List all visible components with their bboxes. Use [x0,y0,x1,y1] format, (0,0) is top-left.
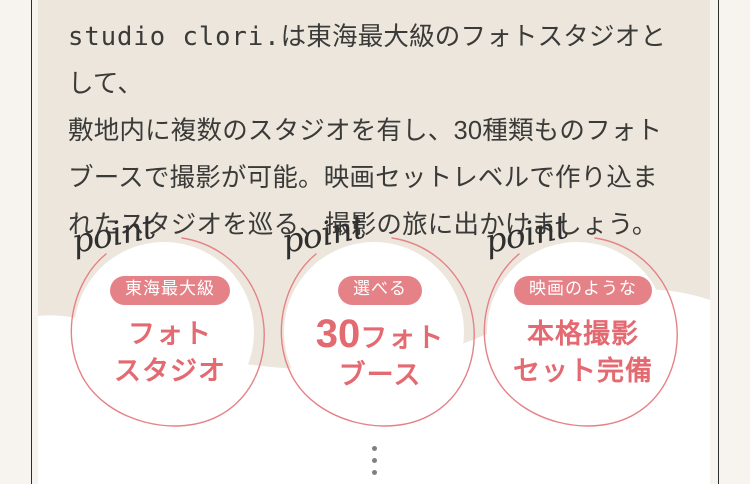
point-headline: 30フォト ブース [272,314,488,394]
right-vertical-rule [718,0,719,484]
intro-paragraph: studio clori.は東海最大級のフォトスタジオとして、 敷地内に複数のス… [68,14,688,249]
scroll-dot [371,470,377,475]
content-panel: studio clori.は東海最大級のフォトスタジオとして、 敷地内に複数のス… [38,0,710,484]
scroll-indicator[interactable] [38,446,710,475]
point-headline: フォト スタジオ [114,319,226,386]
scroll-dot [371,458,377,463]
point-card-1[interactable]: point 東海最大級 フォト スタジオ [62,207,278,440]
point-headline-text: フォト ブース [338,323,445,390]
point-card-3[interactable]: point 映画のような 本格撮影 セット完備 [475,207,691,440]
point-badge: 選べる [338,276,422,305]
scroll-dot [371,446,377,451]
point-headline: 本格撮影 セット完備 [513,319,653,386]
point-big-number: 30 [315,312,361,356]
point-badge: 映画のような [514,276,652,305]
point-badge: 東海最大級 [110,276,230,305]
left-vertical-rule [31,0,32,484]
points-row: point 東海最大級 フォト スタジオ point 選べる 30フォト ブース [38,207,710,440]
hand-drawn-circle-icon [62,230,266,434]
hand-drawn-circle-icon [272,230,476,434]
point-disc [74,242,254,422]
brand-name: studio clori. [68,22,281,52]
intro-body: は東海最大級のフォトスタジオとして、 敷地内に複数のスタジオを有し、30種類もの… [68,23,667,239]
point-disc [284,242,464,422]
point-card-2[interactable]: point 選べる 30フォト ブース [272,207,488,440]
hand-drawn-circle-icon [475,230,679,434]
point-disc [487,242,667,422]
